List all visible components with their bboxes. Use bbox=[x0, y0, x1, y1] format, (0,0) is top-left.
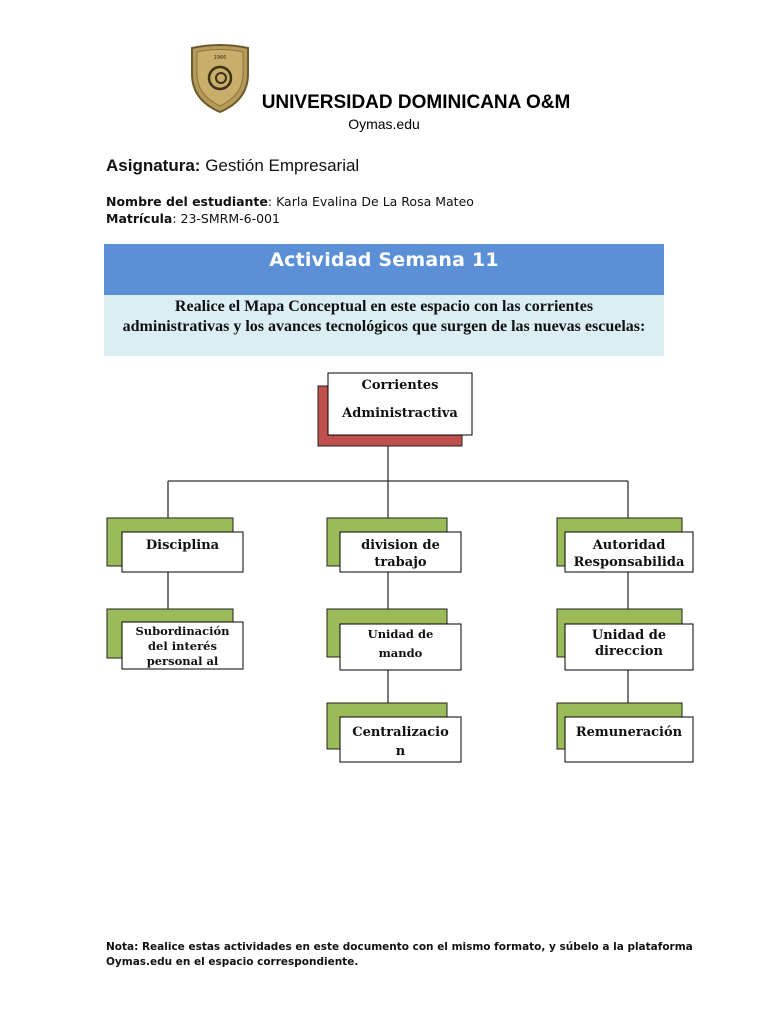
sub-node-box bbox=[121, 621, 244, 670]
student-name-line: Nombre del estudiante: Karla Evalina De … bbox=[106, 194, 474, 209]
sub-node-label: Unidad de bbox=[592, 628, 666, 643]
activity-banner: Actividad Semana 11 bbox=[104, 244, 664, 295]
branch-node-box bbox=[121, 531, 244, 573]
sub-node-label: personal al bbox=[147, 654, 219, 668]
university-website: Oymas.edu bbox=[348, 116, 420, 132]
sub-node-label: Unidad de bbox=[368, 627, 434, 641]
sub-node-label: Remuneración bbox=[576, 725, 683, 740]
root-node-label: Administractiva bbox=[341, 406, 458, 421]
branch-node-box bbox=[339, 531, 462, 573]
branch-node-label: trabajo bbox=[374, 555, 426, 570]
student-name-label: Nombre del estudiante bbox=[106, 194, 268, 209]
sub-node-label: n bbox=[396, 744, 406, 759]
activity-title: Actividad Semana 11 bbox=[269, 249, 499, 271]
sub-node-box bbox=[564, 623, 694, 671]
instructions-text: Realice el Mapa Conceptual en este espac… bbox=[122, 298, 646, 335]
sub-node-label: direccion bbox=[595, 644, 664, 659]
sub-node-label: mando bbox=[379, 646, 423, 660]
instructions-box: Realice el Mapa Conceptual en este espac… bbox=[104, 295, 664, 356]
branch-node-label: division de bbox=[361, 538, 440, 553]
university-name: UNIVERSIDAD DOMINICANA O&M bbox=[261, 92, 571, 113]
sub-node-box bbox=[339, 716, 462, 763]
sub-node-label: Subordinación bbox=[135, 624, 230, 638]
student-name-value: : Karla Evalina De La Rosa Mateo bbox=[267, 194, 474, 209]
sub-node-box bbox=[564, 716, 694, 763]
university-seal-logo: 1966 bbox=[191, 44, 249, 114]
sub-node-label: del interés bbox=[148, 639, 217, 653]
branch-node-label: Autoridad bbox=[592, 538, 666, 553]
root-node-label: Corrientes bbox=[362, 378, 439, 393]
footer-note: Nota: Realice estas actividades en este … bbox=[106, 941, 693, 968]
subject-label: Asignatura: bbox=[106, 156, 201, 175]
student-id-value: : 23-SMRM-6-001 bbox=[172, 211, 280, 226]
seal-year: 1966 bbox=[214, 55, 227, 61]
branch-node-label: Disciplina bbox=[146, 538, 220, 553]
sub-node-label: Centralizacio bbox=[352, 725, 449, 740]
subject-line: Asignatura: Gestión Empresarial bbox=[106, 156, 359, 176]
sub-node-box bbox=[339, 623, 462, 671]
subject-value: Gestión Empresarial bbox=[205, 156, 360, 175]
student-id-line: Matrícula: 23-SMRM-6-001 bbox=[106, 211, 280, 226]
student-id-label: Matrícula bbox=[106, 211, 173, 226]
root-node-box bbox=[327, 372, 473, 436]
branch-node-label: Responsabilida bbox=[574, 555, 685, 570]
branch-node-box bbox=[564, 531, 694, 573]
